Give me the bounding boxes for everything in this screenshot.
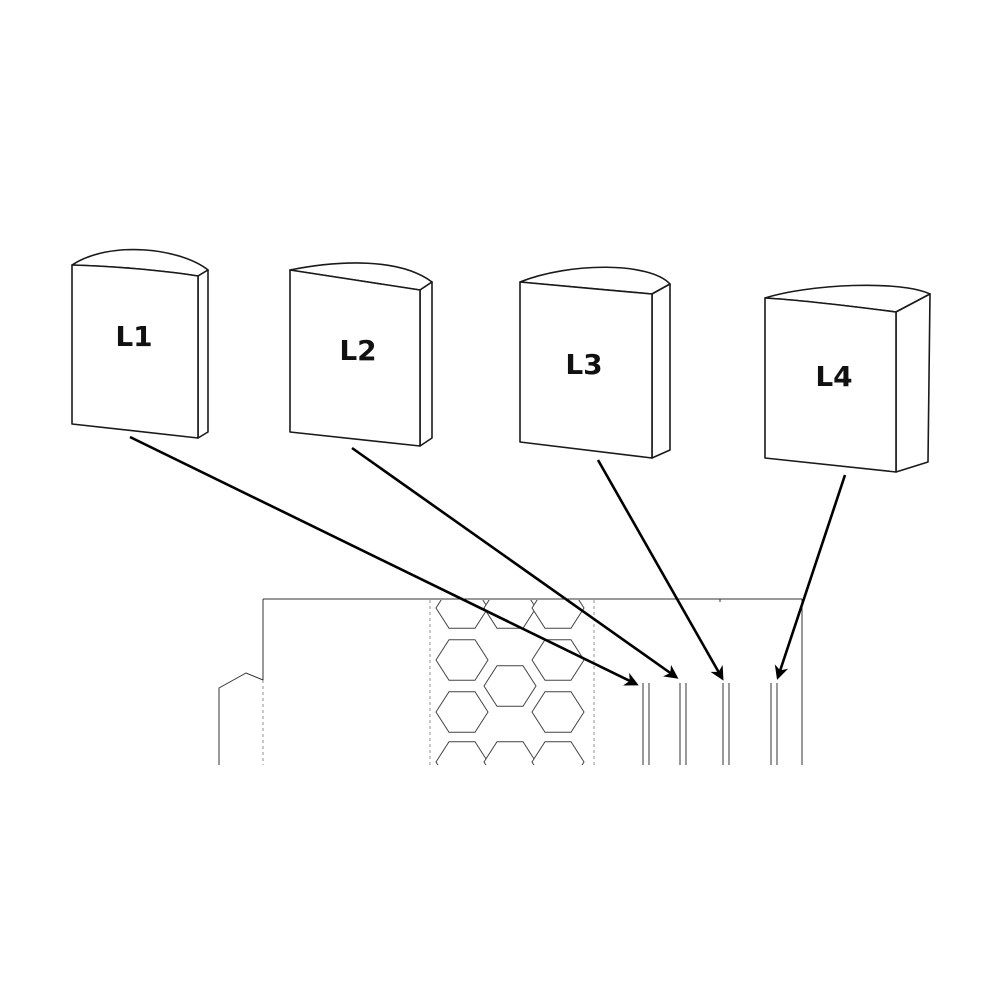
dieline-left-flap	[218, 599, 264, 765]
hexagon-cutout	[483, 741, 537, 765]
card-l4-side	[895, 293, 931, 473]
arrow-l1	[129, 435, 639, 686]
hexagon-cutout	[435, 741, 489, 765]
hexagon-cutout	[531, 600, 585, 629]
hexagon-cutouts	[435, 600, 585, 765]
box-dieline	[218, 598, 803, 765]
hexagon-cutout	[435, 600, 489, 629]
card-l2-label: L2	[339, 334, 376, 367]
hexagon-cutout	[531, 691, 585, 733]
card-l3-side	[651, 283, 671, 459]
arrows	[129, 435, 847, 686]
card-l2: L2	[289, 262, 433, 447]
card-l1-label: L1	[115, 320, 152, 353]
card-l1-front	[71, 264, 199, 439]
arrow-l3	[596, 459, 724, 681]
hexagon-cutout	[483, 665, 537, 707]
hexagon-cutout	[435, 691, 489, 733]
card-l4-front	[764, 297, 897, 473]
card-l4-label: L4	[815, 360, 852, 393]
card-l4: L4	[764, 284, 931, 473]
arrow-l2	[351, 446, 679, 679]
card-l1: L1	[71, 248, 209, 439]
card-l2-side	[419, 281, 433, 447]
card-l3-label: L3	[565, 348, 602, 381]
card-l3: L3	[519, 266, 671, 459]
card-l1-side	[197, 269, 209, 439]
card-l2-front	[289, 269, 421, 447]
card-l3-front	[519, 281, 653, 459]
hexagon-cutout	[531, 741, 585, 765]
hexagon-cutout	[435, 639, 489, 681]
arrow-l4	[774, 474, 847, 680]
hexagon-cutout	[531, 639, 585, 681]
